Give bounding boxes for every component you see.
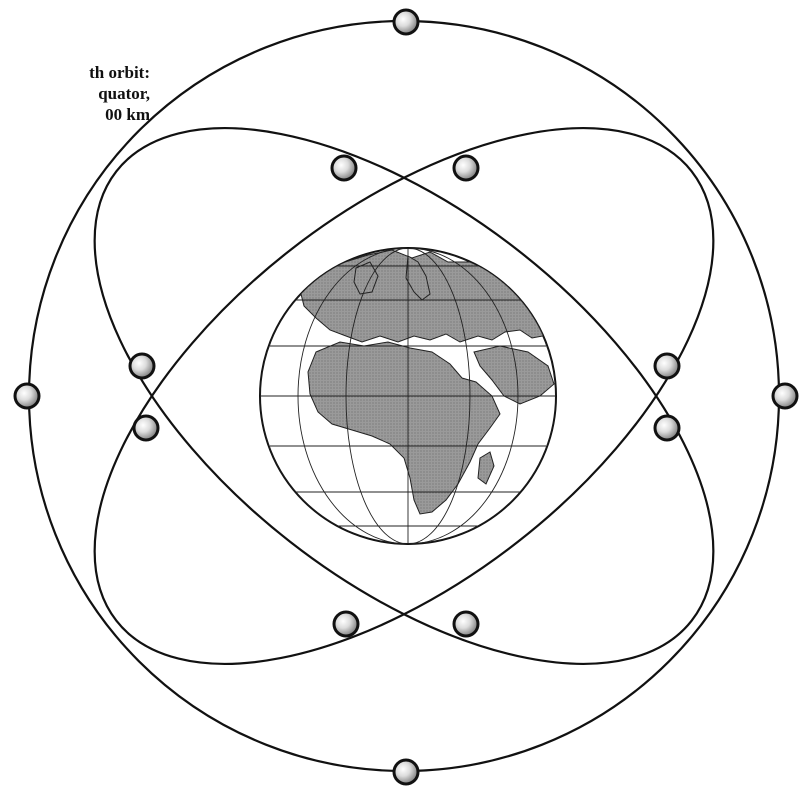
satellite: [454, 156, 478, 180]
satellite: [454, 612, 478, 636]
satellite: [15, 384, 39, 408]
earth-globe: [260, 248, 556, 544]
satellite: [134, 416, 158, 440]
satellite: [655, 354, 679, 378]
satellite: [394, 10, 418, 34]
satellite: [773, 384, 797, 408]
satellite: [334, 612, 358, 636]
satellite: [394, 760, 418, 784]
satellite: [130, 354, 154, 378]
satellite: [655, 416, 679, 440]
satellite: [332, 156, 356, 180]
